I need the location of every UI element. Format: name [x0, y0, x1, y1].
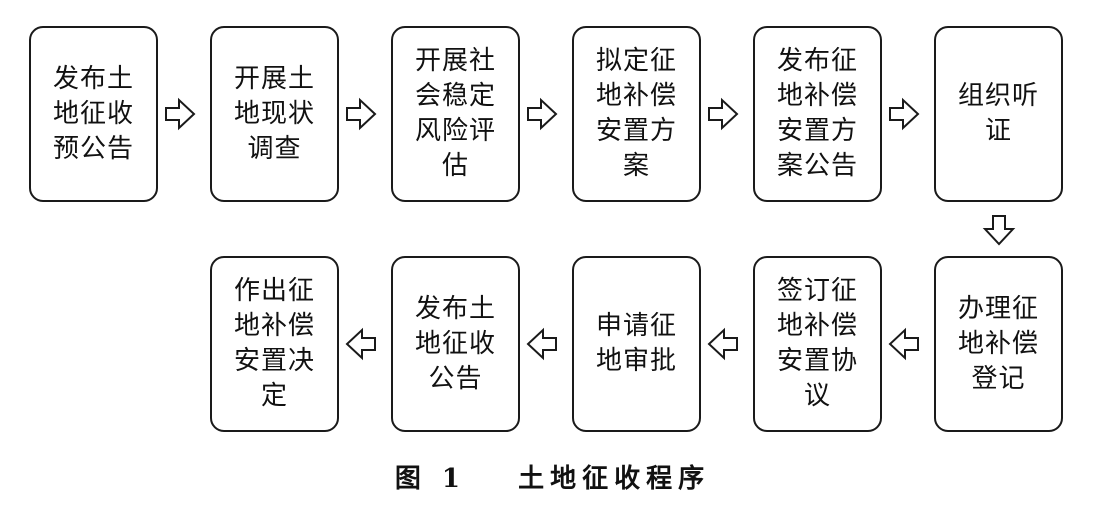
step-publish-expropriation-announcement: 发布土 地征收 公告 [391, 256, 520, 432]
step-organize-hearing: 组织听 证 [934, 26, 1063, 202]
figure-number: 图 1 [394, 464, 466, 494]
step-label: 发布土 地征收 预公告 [52, 63, 134, 164]
figure-title: 土地征收程序 [518, 464, 711, 494]
step-label: 办理征 地补偿 登记 [957, 293, 1039, 394]
step-land-survey: 开展土 地现状 调查 [210, 26, 339, 202]
step-apply-approval: 申请征 地审批 [572, 256, 701, 432]
arrow-left-icon [706, 327, 740, 361]
step-publish-plan-announcement: 发布征 地补偿 安置方 案公告 [753, 26, 882, 202]
step-risk-assessment: 开展社 会稳定 风险评 估 [391, 26, 520, 202]
step-sign-agreement: 签订征 地补偿 安置协 议 [753, 256, 882, 432]
arrow-right-icon [887, 97, 921, 131]
step-compensation-decision: 作出征 地补偿 安置决 定 [210, 256, 339, 432]
arrow-left-icon [344, 327, 378, 361]
step-label: 组织听 证 [957, 81, 1039, 146]
arrow-right-icon [525, 97, 559, 131]
step-label: 签订征 地补偿 安置协 议 [776, 276, 858, 411]
step-label: 发布征 地补偿 安置方 案公告 [776, 46, 858, 181]
step-label: 拟定征 地补偿 安置方 案 [595, 46, 677, 181]
arrow-left-icon [887, 327, 921, 361]
step-compensation-registration: 办理征 地补偿 登记 [934, 256, 1063, 432]
arrow-down-icon [982, 213, 1016, 247]
step-label: 开展社 会稳定 风险评 估 [414, 46, 496, 181]
arrow-left-icon [525, 327, 559, 361]
arrow-right-icon [706, 97, 740, 131]
step-draft-compensation-plan: 拟定征 地补偿 安置方 案 [572, 26, 701, 202]
step-publish-pre-announcement: 发布土 地征收 预公告 [29, 26, 158, 202]
step-label: 作出征 地补偿 安置决 定 [233, 276, 315, 411]
step-label: 发布土 地征收 公告 [414, 293, 496, 394]
step-label: 申请征 地审批 [595, 311, 677, 376]
arrow-right-icon [163, 97, 197, 131]
figure-caption: 图 1 土地征收程序 [0, 458, 1105, 495]
arrow-right-icon [344, 97, 378, 131]
step-label: 开展土 地现状 调查 [233, 63, 315, 164]
